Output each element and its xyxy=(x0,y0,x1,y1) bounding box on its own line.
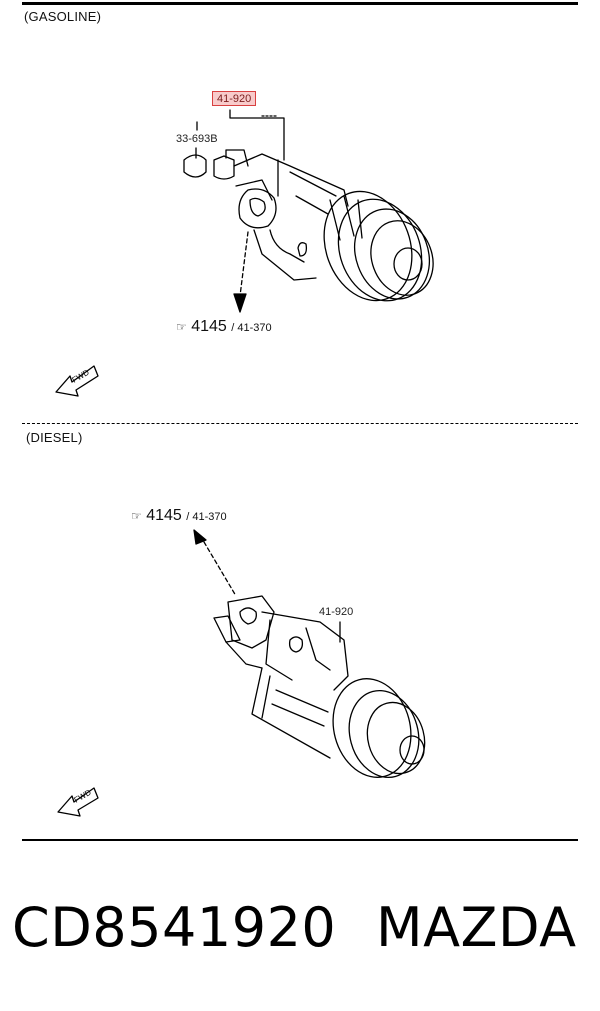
fwd-arrow-icon: FWD xyxy=(55,365,99,397)
gasoline-reference-page: / 41-370 xyxy=(231,322,272,334)
gasoline-clutch-slave-cylinder xyxy=(183,109,434,313)
gasoline-reference-number: 4145 xyxy=(191,318,227,335)
diesel-reference-number: 4145 xyxy=(146,507,182,524)
fwd-arrow-icon: FWD xyxy=(57,787,99,817)
gasoline-bolt-callout: 33-693B xyxy=(176,133,218,145)
diesel-section-label: (DIESEL) xyxy=(26,430,83,445)
gasoline-section-label: (GASOLINE) xyxy=(24,9,102,24)
gasoline-reference-label: ☞ 4145 / 41-370 xyxy=(176,318,272,336)
footer-part-number: CD8541920 xyxy=(12,896,337,959)
diesel-clutch-slave-cylinder xyxy=(193,529,426,779)
book-reference-icon: ☞ xyxy=(131,509,142,523)
section-divider xyxy=(22,423,578,424)
top-rule xyxy=(22,2,578,5)
bottom-rule xyxy=(22,839,578,841)
diesel-reference-label: ☞ 4145 / 41-370 xyxy=(131,507,227,525)
diesel-reference-page: / 41-370 xyxy=(186,511,227,523)
diesel-part-callout[interactable]: 41-920 xyxy=(319,606,354,618)
footer-brand: MAZDA xyxy=(376,896,577,959)
book-reference-icon: ☞ xyxy=(176,320,187,334)
gasoline-part-callout-highlight[interactable]: 41-920 xyxy=(212,91,257,106)
